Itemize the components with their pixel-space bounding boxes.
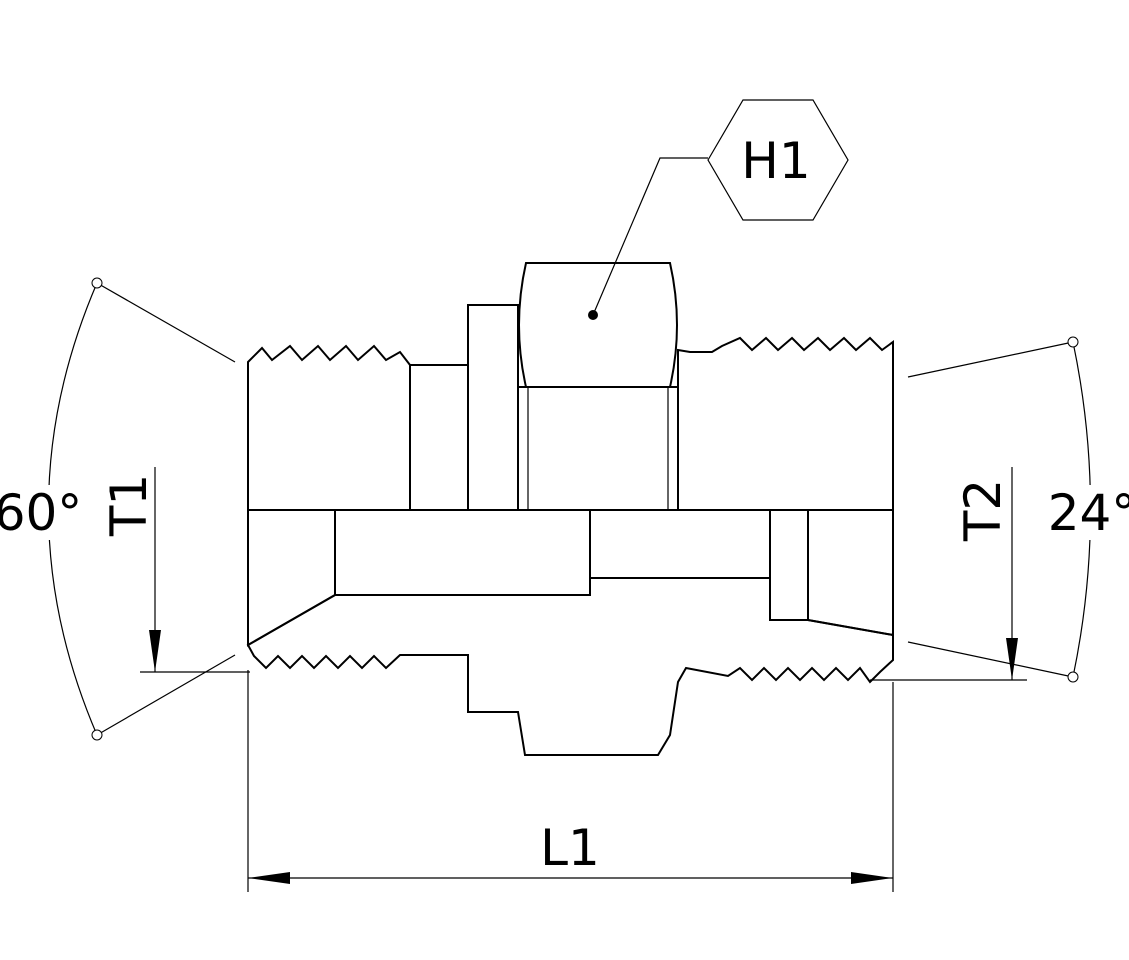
hex-callout: H1 [588, 99, 849, 320]
t2-dimension: T2 [870, 467, 1027, 681]
left-thread [247, 344, 411, 511]
bore [247, 509, 894, 647]
right-thread [677, 336, 894, 511]
l1-label: L1 [540, 819, 600, 877]
right-angle-dimension: 24° [907, 336, 1129, 683]
t1-label: T1 [100, 474, 158, 537]
left-angle-dimension: 60° [0, 277, 236, 741]
hex-size-label: H1 [741, 132, 810, 190]
left-angle-label: 60° [0, 484, 82, 542]
neck [409, 364, 469, 511]
l1-dimension: L1 [247, 670, 894, 892]
t1-dimension: T1 [100, 467, 250, 673]
right-angle-label: 24° [1048, 484, 1129, 542]
hex-body [517, 262, 679, 511]
hatched-section [246, 577, 894, 756]
t2-label: T2 [954, 479, 1012, 542]
collar [467, 304, 519, 511]
